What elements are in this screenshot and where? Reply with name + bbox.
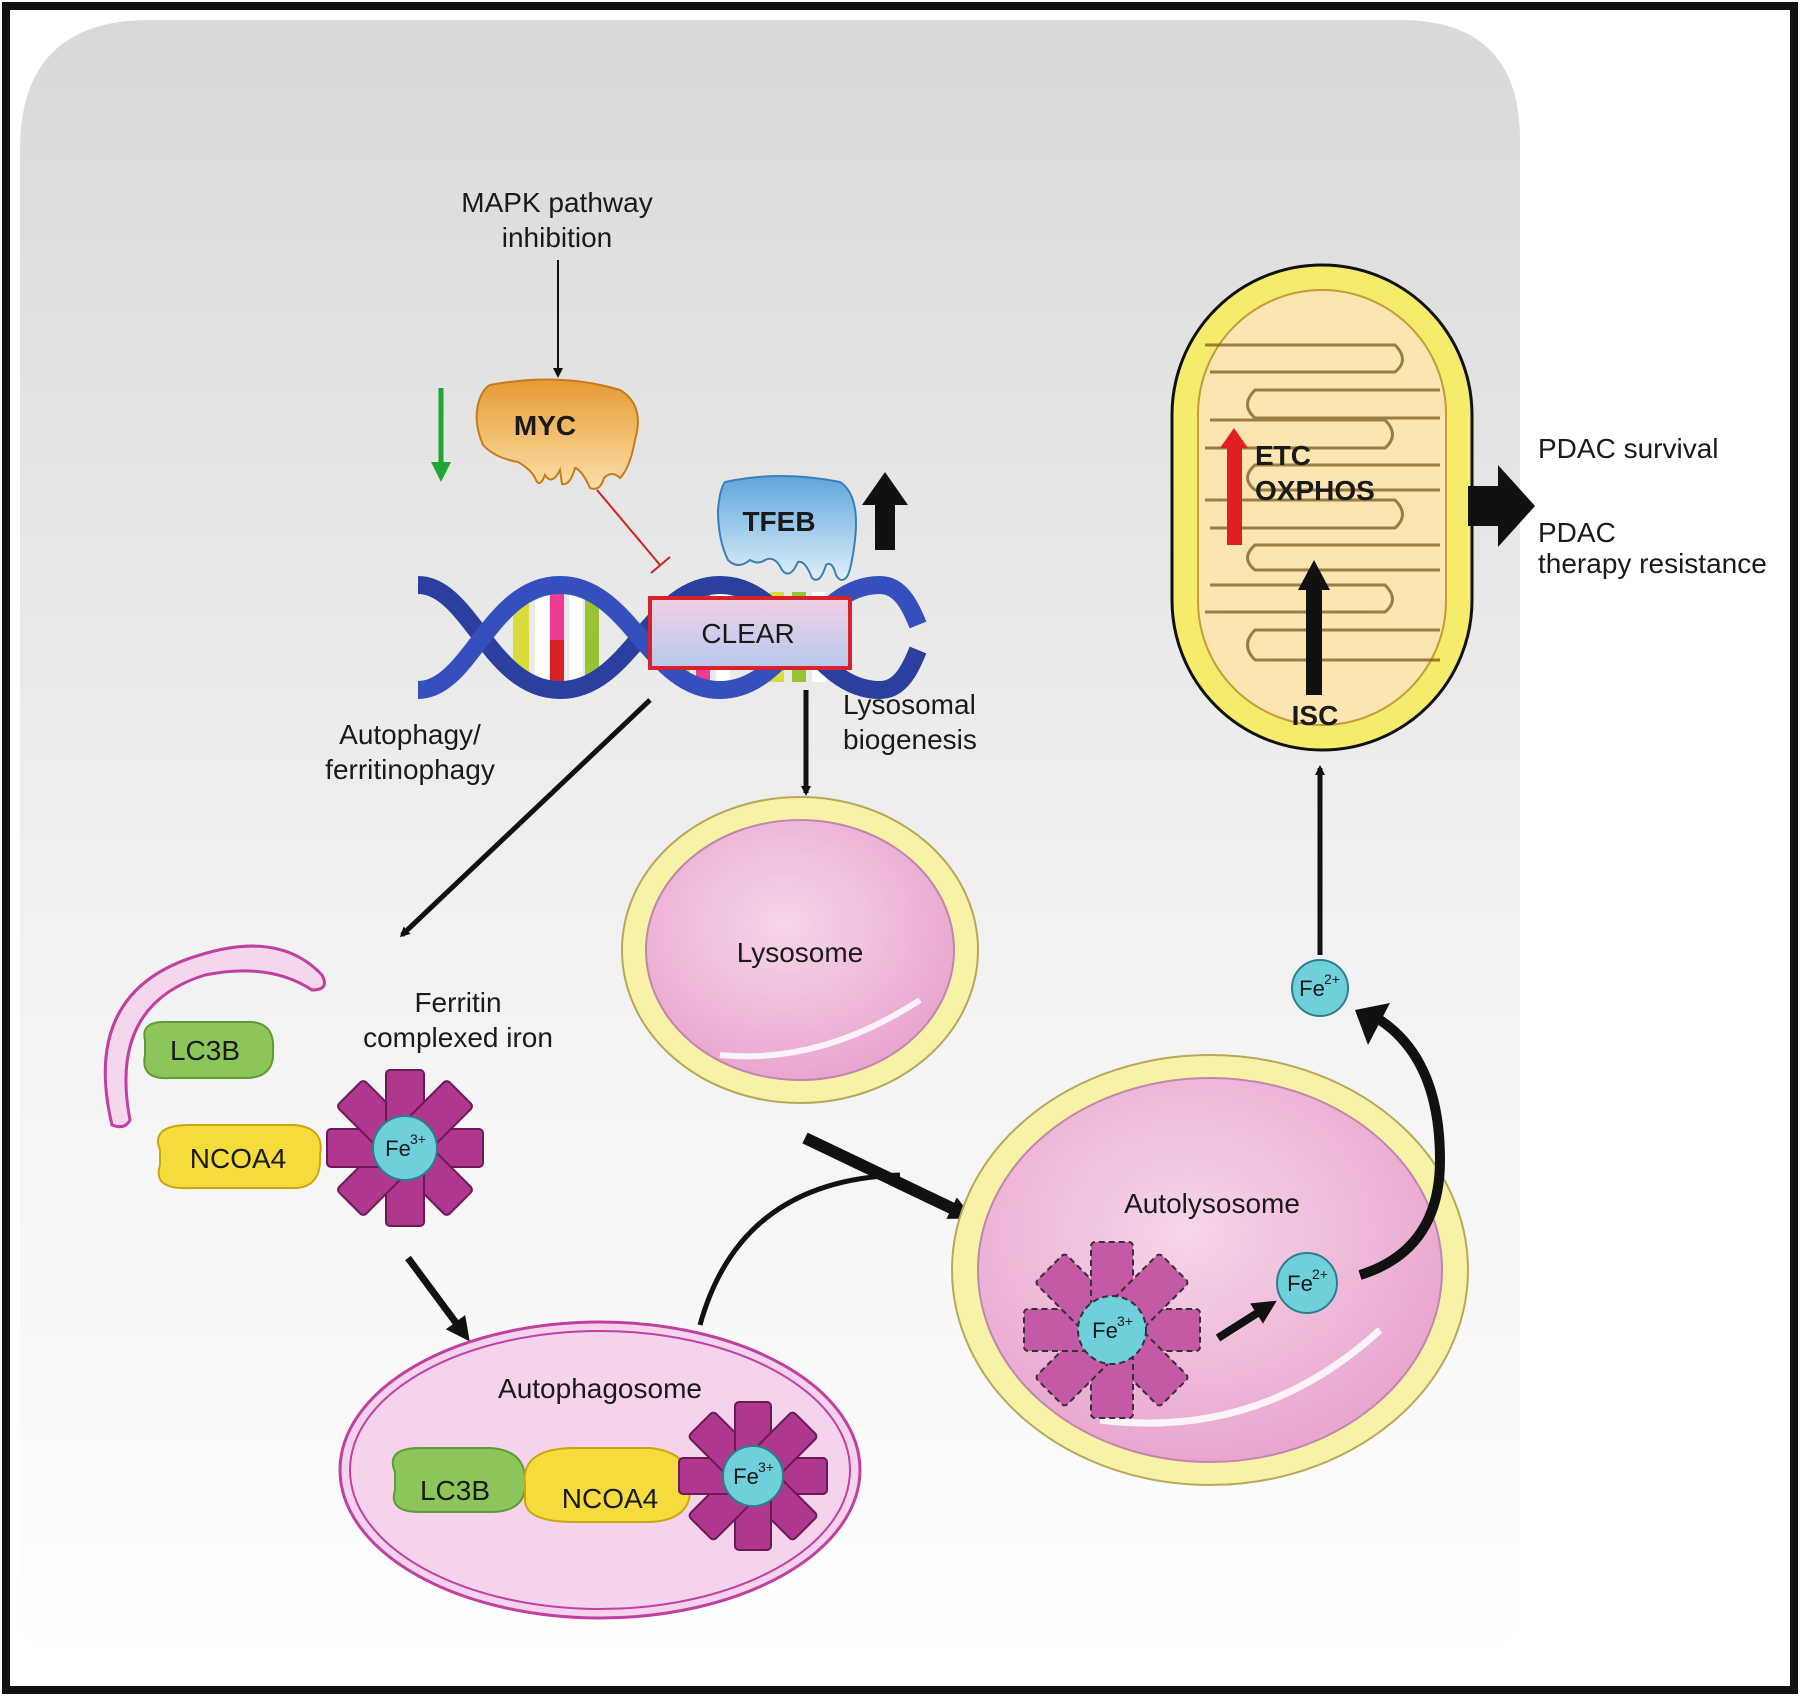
- mitochondrion: ETC OXPHOS ISC: [1170, 263, 1474, 752]
- fe2-sup: 2+: [1312, 1266, 1328, 1282]
- black-up-arrow-icon: [862, 472, 908, 550]
- lc3b-protein: LC3B: [143, 1020, 275, 1080]
- fe2-sup-2: 2+: [1324, 971, 1340, 987]
- ferritin-iron-complex: Fe 3+: [326, 1069, 484, 1227]
- lysosome-label: Lysosome: [737, 937, 864, 968]
- mapk-label-line1: MAPK pathway: [461, 187, 652, 218]
- fe3-sup-2: 3+: [758, 1459, 774, 1475]
- fe3-sup-3: 3+: [1117, 1313, 1133, 1329]
- myc-label: MYC: [514, 410, 576, 441]
- fe3-label-2: Fe: [733, 1464, 759, 1489]
- isc-to-etc-arrow: [1298, 560, 1330, 695]
- black-right-arrow-icon: [1468, 465, 1535, 547]
- fusion-curve: [697, 1172, 901, 1326]
- fe3-label-3: Fe: [1092, 1318, 1118, 1343]
- autolysosome: Autolysosome Fe 3+ Fe 2+: [951, 1054, 1469, 1486]
- red-up-arrow-icon: [1220, 428, 1248, 545]
- green-down-arrow-icon: [431, 388, 451, 482]
- lc3b-label: LC3B: [170, 1035, 240, 1066]
- tfeb-protein: TFEB: [716, 475, 857, 581]
- ferritin-release-arrow: [1215, 1300, 1277, 1342]
- fe3-sup: 3+: [410, 1131, 426, 1147]
- mapk-label-line2: inhibition: [502, 222, 613, 253]
- clear-label: CLEAR: [701, 618, 794, 649]
- to-autophagosome-arrow: [405, 1255, 470, 1342]
- autophagosome-label: Autophagosome: [498, 1373, 702, 1404]
- isc-label: ISC: [1292, 700, 1339, 731]
- autophagy-label-line1: Autophagy/: [339, 719, 481, 750]
- ferritin-label-line2: complexed iron: [363, 1022, 553, 1053]
- ferritin-label-line1: Ferritin: [414, 987, 501, 1018]
- fe3-label: Fe: [385, 1136, 411, 1161]
- oxphos-label: OXPHOS: [1255, 475, 1375, 506]
- fusion-arrow: [802, 1132, 974, 1221]
- fe2-label: Fe: [1287, 1271, 1313, 1296]
- ncoa4-protein: NCOA4: [157, 1124, 322, 1190]
- pdac-resistance-line1: PDAC: [1538, 517, 1616, 548]
- fe2-exit-curve: [1358, 1015, 1446, 1280]
- myc-protein: MYC: [475, 378, 639, 490]
- pdac-resistance-line2: therapy resistance: [1538, 548, 1767, 579]
- autophagy-arrow: [399, 698, 652, 938]
- autophagy-label-line2: ferritinophagy: [325, 754, 495, 785]
- ncoa4-label-2: NCOA4: [562, 1483, 658, 1514]
- fe2-ion: Fe 2+: [1291, 959, 1349, 1017]
- lysosome: Lysosome: [621, 796, 979, 1104]
- myc-inhibition-line: [596, 489, 671, 574]
- autophagosome: Autophagosome LC3B NCOA4 Fe 3+: [338, 1320, 862, 1620]
- fe2-exit-arrowhead: [1355, 1003, 1390, 1045]
- ncoa4-label: NCOA4: [190, 1143, 286, 1174]
- clear-element-box: [648, 596, 852, 670]
- lc3b-label-2: LC3B: [420, 1475, 490, 1506]
- etc-label: ETC: [1255, 440, 1311, 471]
- tfeb-label: TFEB: [742, 506, 815, 537]
- pdac-survival-label: PDAC survival: [1538, 433, 1718, 464]
- phagophore-membrane: [103, 944, 326, 1129]
- lyso-biogenesis-label-line1: Lysosomal: [843, 689, 976, 720]
- autolysosome-label: Autolysosome: [1124, 1188, 1300, 1219]
- dna-helix: CLEAR: [417, 575, 927, 700]
- lyso-biogenesis-label-line2: biogenesis: [843, 724, 977, 755]
- fe2-label-2: Fe: [1299, 976, 1325, 1001]
